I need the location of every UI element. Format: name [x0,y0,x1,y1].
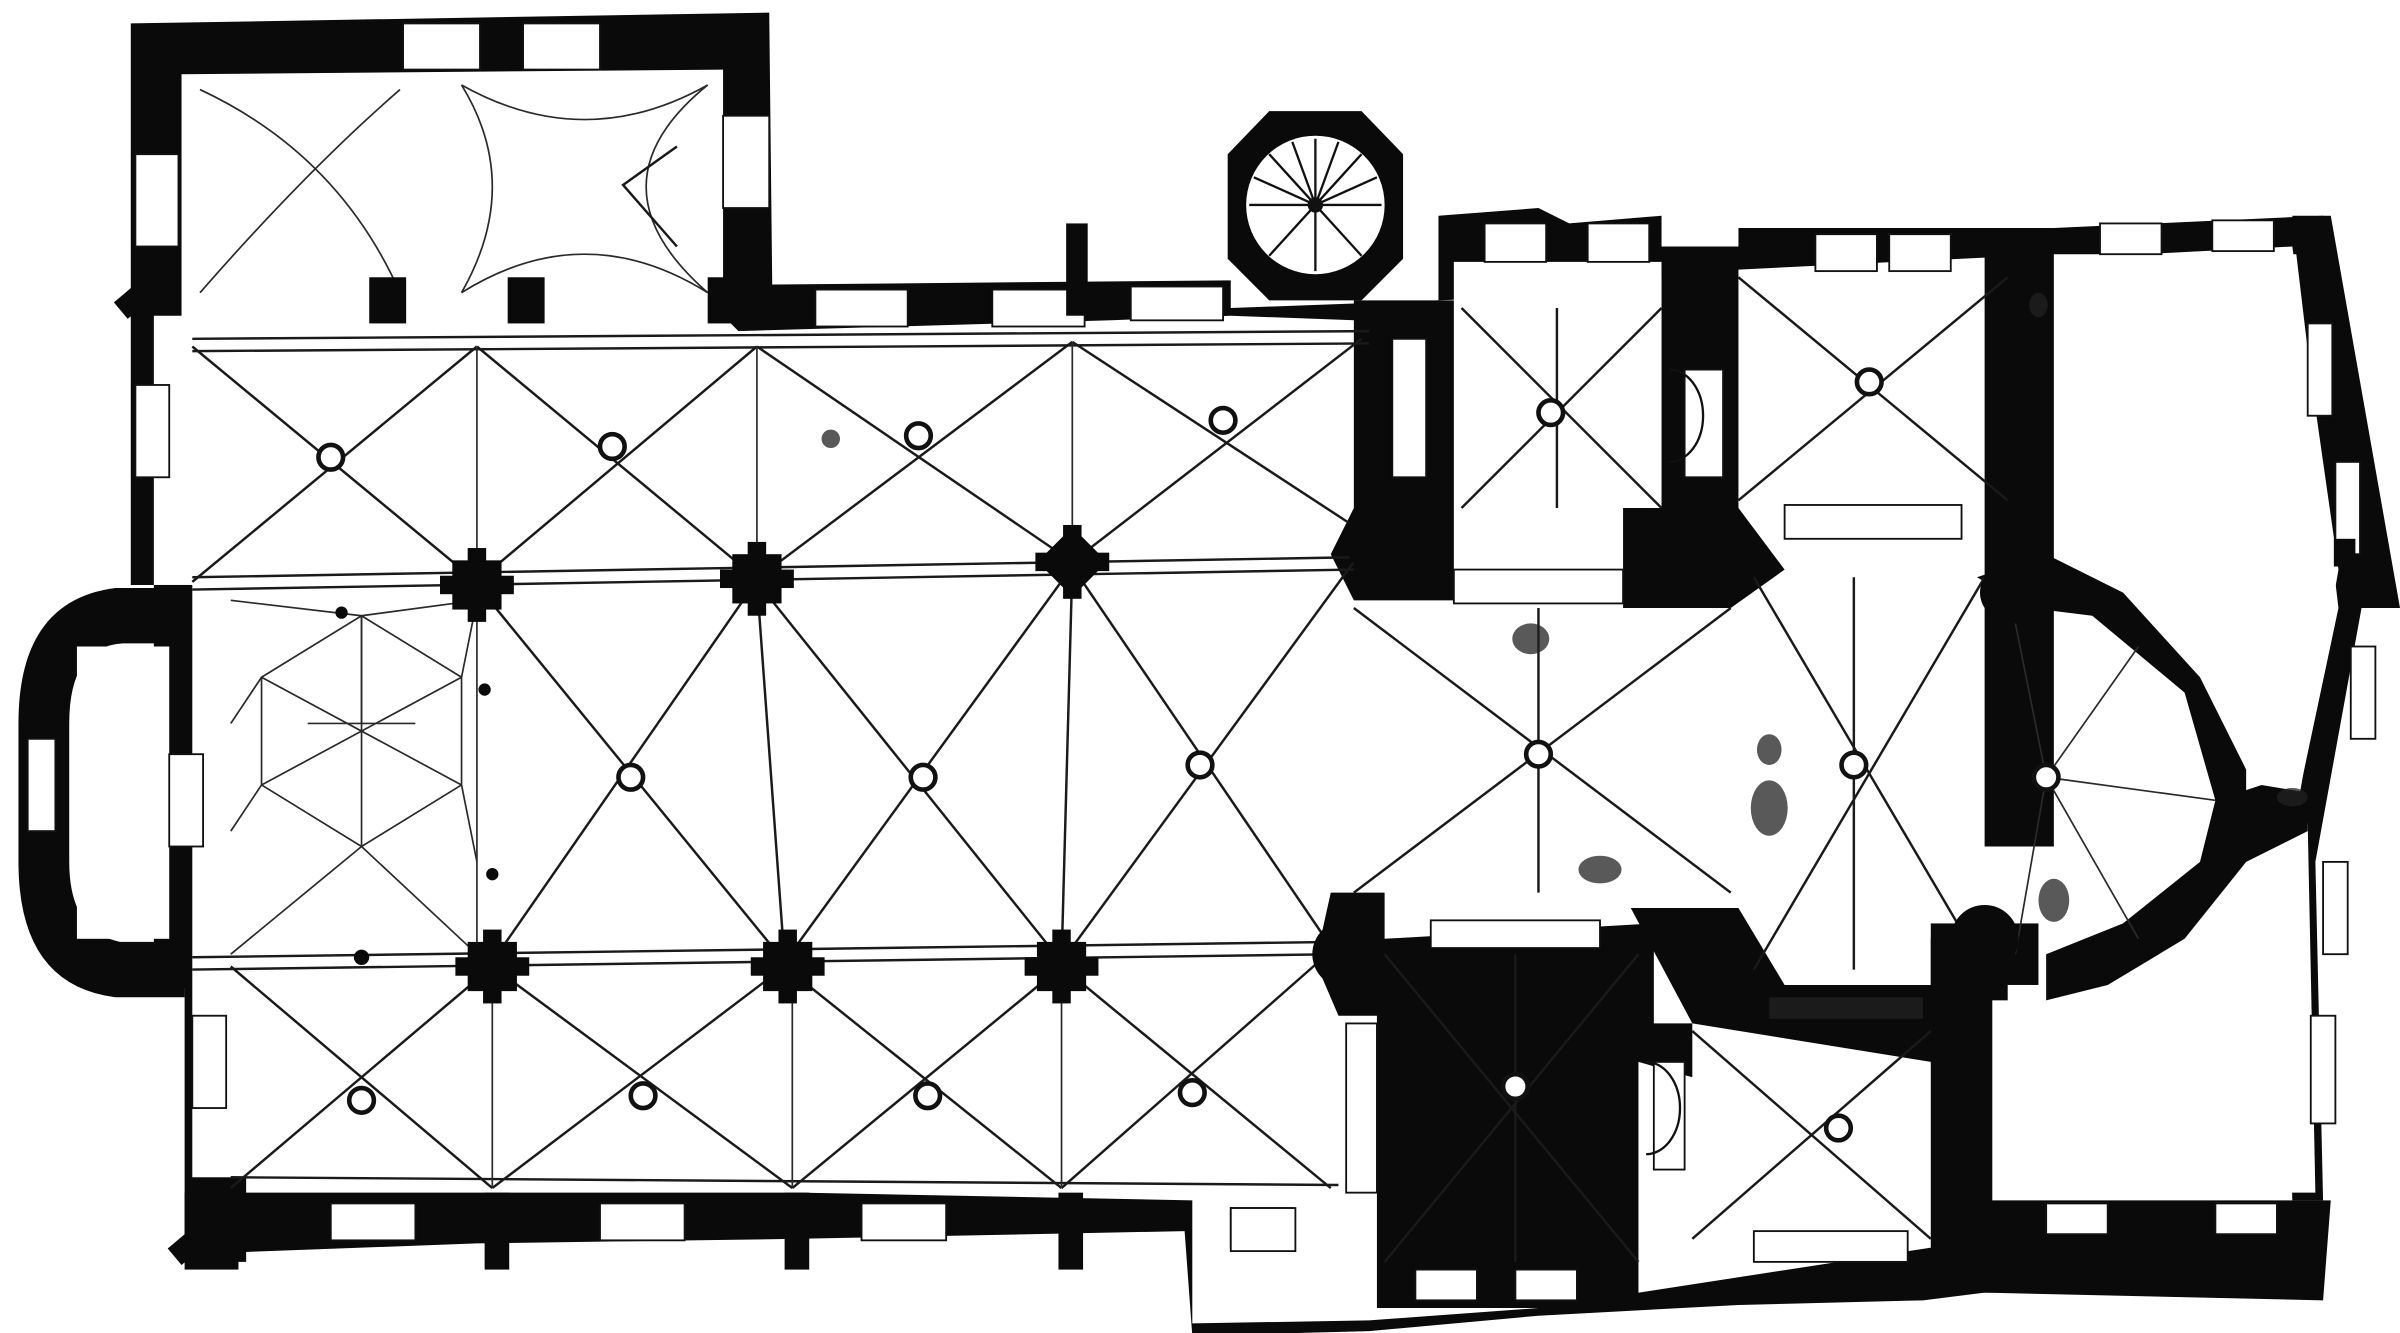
nave-room [192,331,1370,1178]
vault-bosses [316,367,2061,1143]
damage-marks [821,292,2308,1019]
west-apse-interior [76,646,170,939]
piers [113,223,2356,1270]
niches [1229,368,1705,1253]
spiral-staircase [1249,138,1382,272]
